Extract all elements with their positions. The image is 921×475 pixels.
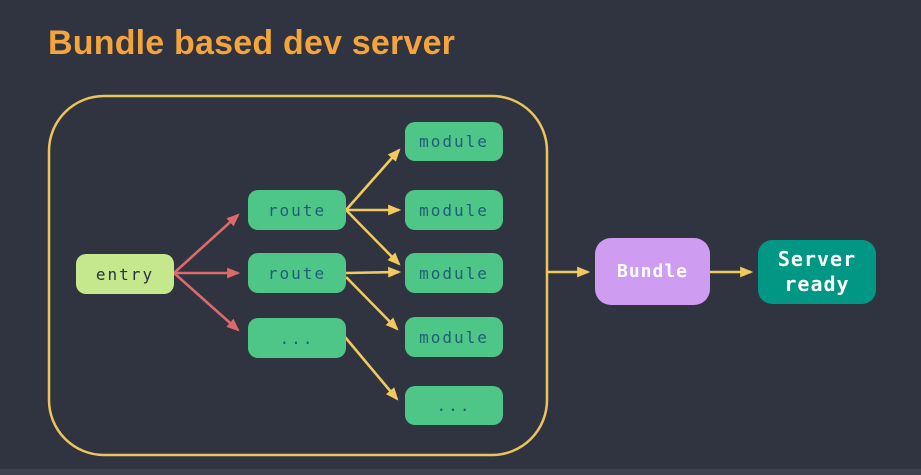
node-entry: entry bbox=[76, 254, 174, 294]
page-title: Bundle based dev server bbox=[48, 24, 456, 62]
node-route-1-label: route bbox=[267, 200, 327, 220]
node-modules-more-label: ... bbox=[436, 396, 472, 415]
bottom-strip bbox=[0, 469, 921, 475]
node-module-4-label: module bbox=[419, 327, 489, 347]
node-routes-more-label: ... bbox=[279, 328, 315, 348]
edge-route1-module1 bbox=[345, 148, 401, 211]
node-route-1: route bbox=[248, 190, 346, 230]
node-module-3: module bbox=[405, 253, 503, 293]
node-route-2-label: route bbox=[267, 263, 327, 283]
node-server-ready: Server ready bbox=[758, 240, 876, 304]
edge-route2-module3 bbox=[345, 266, 402, 278]
node-module-3-label: module bbox=[419, 263, 489, 283]
node-bundle: Bundle bbox=[595, 238, 710, 305]
node-bundle-label: Bundle bbox=[616, 261, 689, 282]
edge-routes-more-modules-more bbox=[344, 336, 399, 401]
edge-entry-route1 bbox=[173, 213, 240, 274]
node-route-2: route bbox=[248, 253, 346, 293]
node-modules-more: ... bbox=[405, 386, 503, 425]
node-entry-label: entry bbox=[95, 264, 155, 284]
node-routes-more: ... bbox=[248, 318, 346, 358]
edge-entry-routes-more bbox=[173, 272, 240, 332]
edge-route1-module3 bbox=[345, 209, 401, 266]
node-server-ready-label-line2: ready bbox=[784, 272, 850, 296]
node-module-1: module bbox=[405, 122, 503, 161]
node-module-2-label: module bbox=[419, 200, 489, 220]
edge-route2-module4 bbox=[345, 276, 399, 331]
node-module-2: module bbox=[405, 190, 503, 230]
node-module-1-label: module bbox=[419, 132, 489, 151]
graph-container-outline bbox=[47, 94, 549, 457]
node-server-ready-label-line1: Server bbox=[777, 247, 857, 271]
node-module-4: module bbox=[405, 317, 503, 357]
